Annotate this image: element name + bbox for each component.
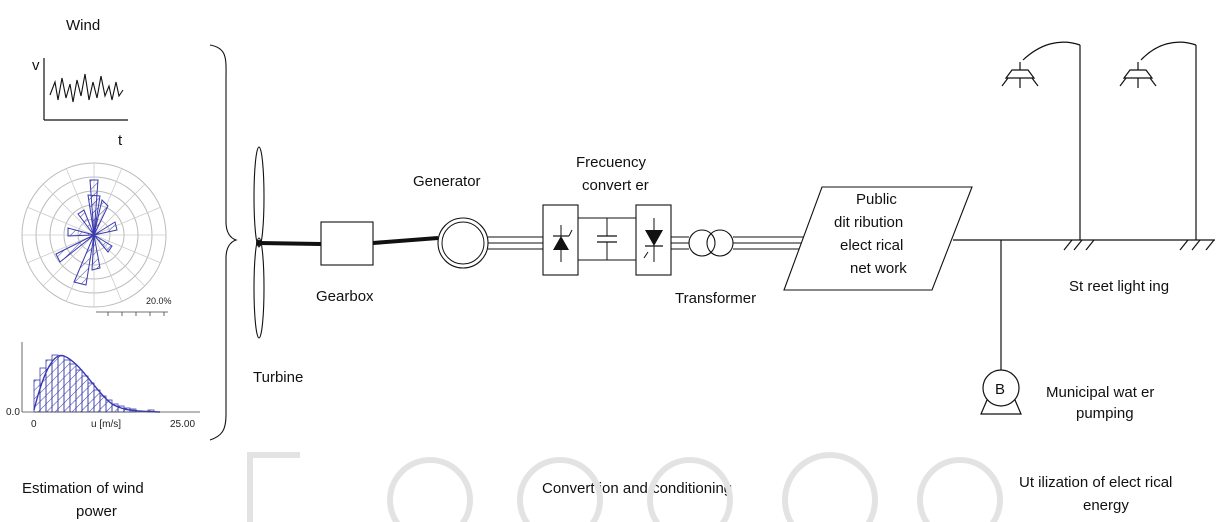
conversion-section-title: Convert ion and conditioning xyxy=(542,480,732,497)
hist-y-origin-label: 0.0 xyxy=(6,407,20,418)
hist-x-max-label: 25.00 xyxy=(170,419,195,430)
high-speed-shaft xyxy=(372,236,439,245)
generator-icon xyxy=(437,217,489,269)
wind-label: Wind xyxy=(66,17,100,34)
utilization-panel: St reet light ing B Municipal wat er pum… xyxy=(953,41,1215,514)
gearbox-icon xyxy=(320,221,374,266)
t-axis-label: t xyxy=(118,132,123,149)
public-network-box xyxy=(783,186,973,291)
turbine-icon xyxy=(253,146,265,339)
three-phase-line-2 xyxy=(671,236,689,250)
v-axis-label: v xyxy=(32,57,40,74)
rose-scale-label: 20.0% xyxy=(146,296,172,306)
hist-x-axis-label: u [m/s] xyxy=(91,419,121,430)
conversion-panel: Turbine Gearbox Generator xyxy=(253,146,973,497)
pump-icon: B xyxy=(980,369,1022,415)
pumping-label-line2: pumping xyxy=(1076,405,1134,422)
wind-rose-petals xyxy=(55,179,118,286)
hist-x-origin-label: 0 xyxy=(31,419,37,430)
transformer-label: Transformer xyxy=(675,290,756,307)
utilization-section-title-line2: energy xyxy=(1083,497,1129,514)
utilization-section-title-line1: Ut ilization of elect rical xyxy=(1019,474,1172,491)
background-watermark xyxy=(247,452,1003,522)
wind-speed-histogram: 0.0 0 u [m/s] 25.00 xyxy=(6,342,200,430)
grouping-brace xyxy=(209,44,238,441)
network-label-line3: elect rical xyxy=(840,237,903,254)
three-phase-line-3 xyxy=(733,236,808,250)
frequency-converter-icon xyxy=(542,204,672,276)
generator-label: Generator xyxy=(413,173,481,190)
street-light-pole-1 xyxy=(1001,41,1081,240)
turbine-label: Turbine xyxy=(253,369,303,386)
converter-label-line1: Frecuency xyxy=(576,154,647,171)
wind-speed-trace xyxy=(49,73,124,103)
wind-time-series-plot: v t xyxy=(32,57,128,149)
network-label-line2: dit ribution xyxy=(834,214,903,231)
estimation-panel: Wind v t xyxy=(6,17,238,520)
network-label-line4: net work xyxy=(850,260,907,277)
estimation-section-title-line2: power xyxy=(76,503,117,520)
gearbox-label: Gearbox xyxy=(316,288,374,305)
pump-letter: B xyxy=(995,381,1005,398)
fitted-distribution-curve xyxy=(33,354,161,413)
pumping-label-line1: Municipal wat er xyxy=(1046,384,1154,401)
network-label-line1: Public xyxy=(856,191,897,208)
estimation-section-title-line1: Estimation of wind xyxy=(22,480,144,497)
converter-label-line2: convert er xyxy=(582,177,649,194)
low-speed-shaft xyxy=(258,241,322,246)
transformer-icon xyxy=(688,229,734,257)
three-phase-line-1 xyxy=(488,236,543,250)
ground-hatch-marks xyxy=(1063,239,1215,251)
histogram-bars xyxy=(33,354,155,413)
street-lighting-label: St reet light ing xyxy=(1069,278,1169,295)
street-light-pole-2 xyxy=(1119,41,1197,240)
wind-rose-plot: 20.0% xyxy=(21,162,172,316)
